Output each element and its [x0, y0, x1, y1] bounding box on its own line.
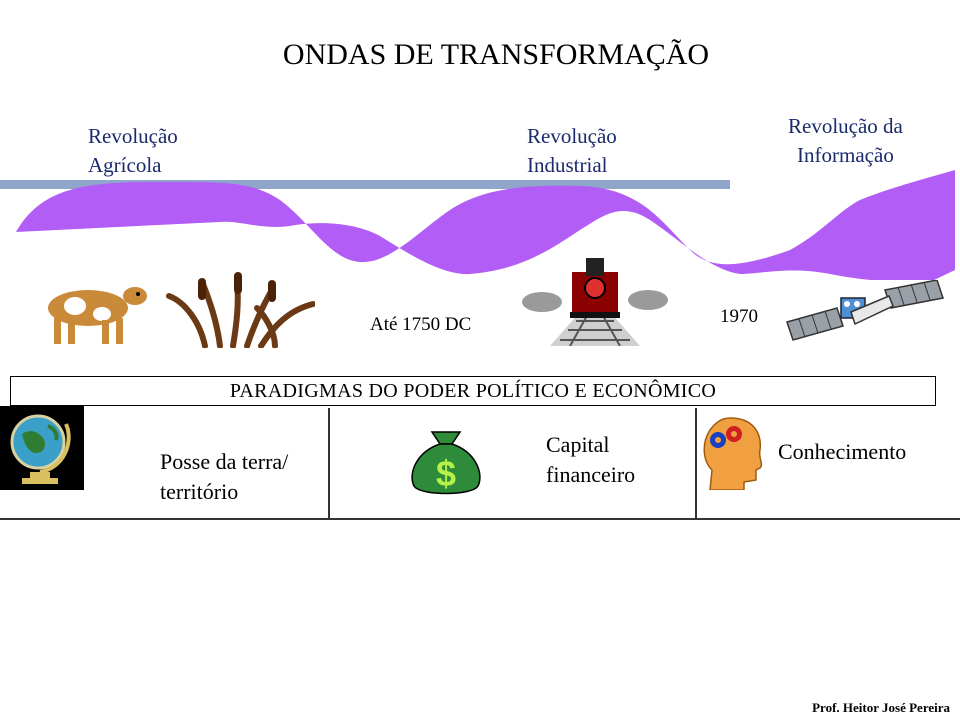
wave-label-industrial: Revolução Industrial — [527, 122, 617, 180]
svg-text:$: $ — [436, 453, 456, 494]
column-divider — [695, 408, 697, 520]
section-bottom-rule — [0, 518, 960, 520]
paradigm-capital-line1: Capital — [546, 432, 610, 457]
paradigm-knowledge: Conhecimento — [778, 439, 907, 464]
wave-band — [0, 180, 730, 189]
wave-label-line2: Informação — [797, 143, 894, 167]
page-title: ONDAS DE TRANSFORMAÇÃO — [282, 38, 710, 71]
paradigm-title: PARADIGMAS DO PODER POLÍTICO E ECONÔMICO — [229, 380, 717, 402]
globe-icon — [0, 406, 84, 490]
paradigm-land: Posse da terra/ território — [160, 447, 288, 507]
column-divider — [328, 408, 330, 520]
wave-label-line1: Revolução — [88, 124, 178, 148]
cattail-plants-icon — [166, 272, 315, 348]
wave-label-line1: Revolução da — [788, 114, 903, 138]
paradigm-title-box — [10, 376, 936, 406]
wave-label-line2: Agrícola — [88, 153, 162, 177]
paradigm-capital: Capital financeiro — [546, 430, 635, 490]
head-gears-icon — [703, 417, 763, 490]
paradigm-land-line1: Posse da terra/ — [160, 449, 289, 474]
steam-train-icon — [522, 258, 668, 346]
wave-label-line2: Industrial — [527, 153, 608, 177]
wave-label-agricultural: Revolução Agrícola — [88, 122, 178, 180]
author-credit: Prof. Heitor José Pereira — [812, 700, 950, 715]
wave-shape — [16, 170, 955, 280]
wave-label-line1: Revolução — [527, 124, 617, 148]
marker-early: Até 1750 DC — [370, 314, 472, 335]
wave-label-information: Revolução da Informação — [788, 112, 903, 170]
satellite-icon — [786, 280, 944, 341]
marker-late: 1970 — [720, 306, 758, 327]
paradigm-capital-line2: financeiro — [546, 462, 636, 487]
money-bag-icon: $ — [411, 431, 481, 495]
transformation-wave — [0, 170, 955, 280]
cow-icon — [48, 279, 147, 344]
paradigm-land-line2: território — [160, 479, 239, 504]
